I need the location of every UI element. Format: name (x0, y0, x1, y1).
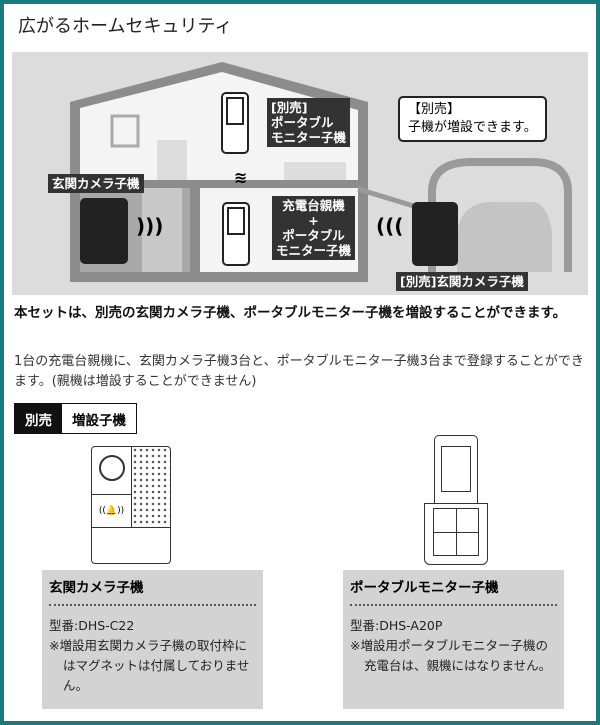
product-model: 型番:DHS-A20P (350, 618, 443, 633)
description-bold: 本セットは、別売の玄関カメラ子機、ポータブルモニター子機を増設することができます… (14, 305, 567, 321)
signal-waves-icon: ((( (376, 214, 404, 238)
label-portable-optional: [別売]ポータブルモニター子機 (267, 98, 351, 147)
product-note: ※増設用ポータブルモニター子機の充電台は、親機にはなりません。 (350, 638, 552, 673)
page: 広がるホームセキュリティ [別売]ポータブルモニター子機 【別売】子機が増設でき… (4, 4, 596, 721)
signal-waves-icon: ))) (136, 214, 164, 238)
wireless-signal-icon: ≋ (234, 168, 248, 187)
optional-camera-icon (412, 202, 458, 266)
product-name: 玄関カメラ子機 (49, 576, 256, 606)
entrance-camera-icon (80, 198, 128, 264)
bell-icon: ((🔔)) (92, 495, 132, 527)
product-name: ポータブルモニター子機 (350, 576, 557, 606)
tag-optional: 別売 (15, 404, 62, 433)
portable-monitor-product-image (424, 435, 490, 565)
product-card-monitor: ポータブルモニター子機 型番:DHS-A20P ※増設用ポータブルモニター子機の… (343, 570, 564, 709)
optional-tag: 別売 増設子機 (14, 403, 137, 434)
portable-monitor-icon (221, 92, 249, 154)
label-optional-camera: [別売]玄関カメラ子機 (396, 272, 528, 291)
tag-extension-unit: 増設子機 (72, 412, 126, 429)
label-entrance-camera: 玄関カメラ子機 (48, 174, 144, 193)
label-base-unit: 充電台親機+ポータブルモニター子機 (272, 196, 356, 260)
home-security-illustration: [別売]ポータブルモニター子機 【別売】子機が増設できます。 ≋ 玄関カメラ子機… (12, 52, 588, 295)
page-title: 広がるホームセキュリティ (18, 16, 233, 37)
base-unit-icon (222, 202, 250, 266)
product-note: ※増設用玄関カメラ子機の取付枠にはマグネットは付属しておりません。 (49, 638, 250, 693)
product-model: 型番:DHS-C22 (49, 618, 135, 633)
description: 1台の充電台親機に、玄関カメラ子機3台と、ポータブルモニター子機3台まで登録する… (14, 354, 584, 389)
callout-box: 【別売】子機が増設できます。 (398, 96, 547, 142)
entrance-camera-product-image: ((🔔)) (91, 446, 171, 564)
product-card-camera: 玄関カメラ子機 型番:DHS-C22 ※増設用玄関カメラ子機の取付枠にはマグネッ… (42, 570, 263, 709)
